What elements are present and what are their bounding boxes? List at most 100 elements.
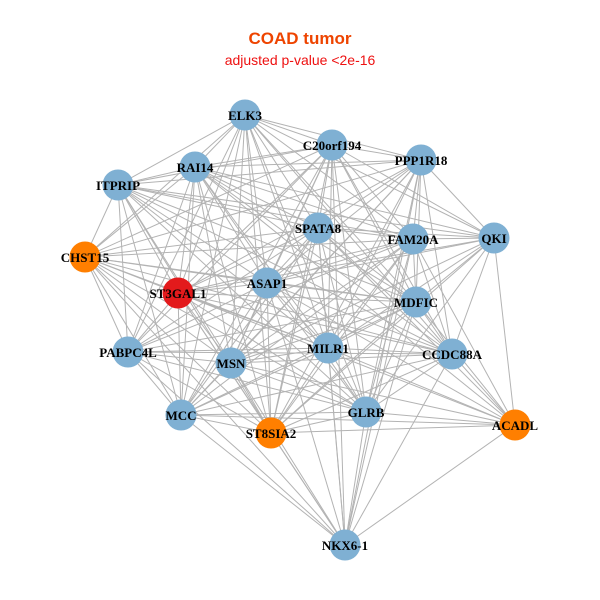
- node-C20orf194[interactable]: C20orf194: [303, 129, 362, 161]
- node-label: ST8SIA2: [246, 426, 297, 441]
- edge-PABPC4L-MSN: [127, 351, 232, 364]
- node-circle[interactable]: [400, 286, 432, 318]
- node-circle[interactable]: [165, 399, 197, 431]
- edge-MILR1-ACADL: [327, 347, 516, 426]
- node-label: CCDC88A: [422, 347, 483, 362]
- edge-MDFIC-GLRB: [365, 301, 417, 413]
- edge-RAI14-QKI: [194, 166, 495, 239]
- edge-PABPC4L-CCDC88A: [127, 351, 453, 355]
- edge-CHST15-CCDC88A: [84, 256, 453, 355]
- node-CCDC88A[interactable]: CCDC88A: [422, 338, 483, 370]
- node-circle[interactable]: [316, 129, 348, 161]
- node-GLRB[interactable]: GLRB: [348, 396, 385, 428]
- node-circle[interactable]: [162, 277, 194, 309]
- node-MDFIC[interactable]: MDFIC: [394, 286, 438, 318]
- edge-ST8SIA2-GLRB: [270, 411, 367, 434]
- edge-MCC-ACADL: [180, 414, 516, 426]
- node-circle[interactable]: [255, 417, 287, 449]
- node-SPATA8[interactable]: SPATA8: [295, 212, 342, 244]
- edge-ASAP1-NKX6-1: [266, 282, 346, 546]
- edge-ASAP1-MCC: [180, 282, 268, 416]
- edge-PABPC4L-NKX6-1: [127, 351, 346, 546]
- edge-CHST15-MSN: [84, 256, 232, 364]
- edge-MDFIC-MILR1: [327, 301, 417, 349]
- edge-FAM20A-ST8SIA2: [270, 238, 414, 434]
- node-circle[interactable]: [102, 169, 134, 201]
- node-ACADL[interactable]: ACADL: [492, 409, 539, 441]
- node-FAM20A[interactable]: FAM20A: [387, 223, 439, 255]
- edge-CCDC88A-GLRB: [365, 353, 453, 413]
- edge-MDFIC-NKX6-1: [344, 301, 417, 546]
- edge-QKI-CCDC88A: [451, 237, 495, 355]
- edge-FAM20A-ST3GAL1: [177, 238, 414, 294]
- node-NKX6-1[interactable]: NKX6-1: [322, 529, 368, 561]
- edge-ITPRIP-FAM20A: [117, 184, 414, 240]
- node-circle[interactable]: [215, 347, 247, 379]
- node-circle[interactable]: [302, 212, 334, 244]
- edge-C20orf194-RAI14: [194, 144, 333, 168]
- node-circle[interactable]: [499, 409, 531, 441]
- node-circle[interactable]: [405, 144, 437, 176]
- edge-ST3GAL1-MCC: [177, 292, 182, 416]
- node-label: MILR1: [307, 341, 349, 356]
- node-label: QKI: [481, 231, 506, 246]
- edge-CHST15-ST8SIA2: [84, 256, 272, 434]
- edge-MILR1-ST8SIA2: [270, 347, 329, 434]
- node-ST3GAL1[interactable]: ST3GAL1: [149, 277, 207, 309]
- node-label: PABPC4L: [99, 345, 157, 360]
- node-circle[interactable]: [350, 396, 382, 428]
- edge-QKI-ASAP1: [266, 237, 495, 284]
- node-label: RAI14: [177, 160, 214, 175]
- edge-CHST15-PABPC4L: [84, 256, 129, 353]
- node-circle[interactable]: [112, 336, 144, 368]
- edge-ELK3-CHST15: [84, 114, 246, 258]
- node-circle[interactable]: [251, 267, 283, 299]
- node-circle[interactable]: [329, 529, 361, 561]
- node-ELK3[interactable]: ELK3: [228, 99, 262, 131]
- node-circle[interactable]: [69, 241, 101, 273]
- edge-ACADL-NKX6-1: [344, 424, 516, 546]
- edge-CHST15-MCC: [84, 256, 182, 416]
- edge-PPP1R18-ST3GAL1: [177, 159, 422, 294]
- edge-ELK3-QKI: [244, 114, 495, 239]
- edge-PPP1R18-ITPRIP: [117, 159, 422, 186]
- node-CHST15[interactable]: CHST15: [61, 241, 110, 273]
- edge-SPATA8-FAM20A: [317, 227, 414, 240]
- edge-ASAP1-ST8SIA2: [266, 282, 272, 434]
- node-ST8SIA2[interactable]: ST8SIA2: [246, 417, 297, 449]
- edge-C20orf194-PABPC4L: [127, 144, 333, 353]
- node-circle[interactable]: [312, 332, 344, 364]
- node-label: MSN: [217, 356, 247, 371]
- node-MILR1[interactable]: MILR1: [307, 332, 349, 364]
- node-circle[interactable]: [478, 222, 510, 254]
- node-MSN[interactable]: MSN: [215, 347, 247, 379]
- edge-ITPRIP-PABPC4L: [117, 184, 129, 353]
- edge-QKI-ACADL: [493, 237, 516, 426]
- edge-ASAP1-PABPC4L: [127, 282, 268, 353]
- edge-MCC-GLRB: [180, 411, 367, 416]
- edge-QKI-GLRB: [365, 237, 495, 413]
- node-circle[interactable]: [436, 338, 468, 370]
- edge-C20orf194-MDFIC: [331, 144, 417, 303]
- node-circle[interactable]: [397, 223, 429, 255]
- node-label: MCC: [165, 408, 196, 423]
- edge-QKI-ST3GAL1: [177, 237, 495, 294]
- node-RAI14[interactable]: RAI14: [177, 151, 214, 183]
- edge-C20orf194-QKI: [331, 144, 495, 239]
- node-MCC[interactable]: MCC: [165, 399, 197, 431]
- node-label: ASAP1: [247, 276, 287, 291]
- node-QKI[interactable]: QKI: [478, 222, 510, 254]
- edge-CCDC88A-ST8SIA2: [270, 353, 453, 434]
- node-ASAP1[interactable]: ASAP1: [247, 267, 287, 299]
- edge-MILR1-MCC: [180, 347, 329, 416]
- node-circle[interactable]: [179, 151, 211, 183]
- edge-ST3GAL1-MDFIC: [177, 292, 417, 303]
- edge-ST3GAL1-CCDC88A: [177, 292, 453, 355]
- edges-layer: [84, 114, 516, 546]
- node-PABPC4L[interactable]: PABPC4L: [99, 336, 157, 368]
- edge-FAM20A-NKX6-1: [344, 238, 414, 546]
- edge-ST8SIA2-NKX6-1: [270, 432, 346, 546]
- node-ITPRIP[interactable]: ITPRIP: [96, 169, 140, 201]
- node-PPP1R18[interactable]: PPP1R18: [395, 144, 448, 176]
- node-circle[interactable]: [229, 99, 261, 131]
